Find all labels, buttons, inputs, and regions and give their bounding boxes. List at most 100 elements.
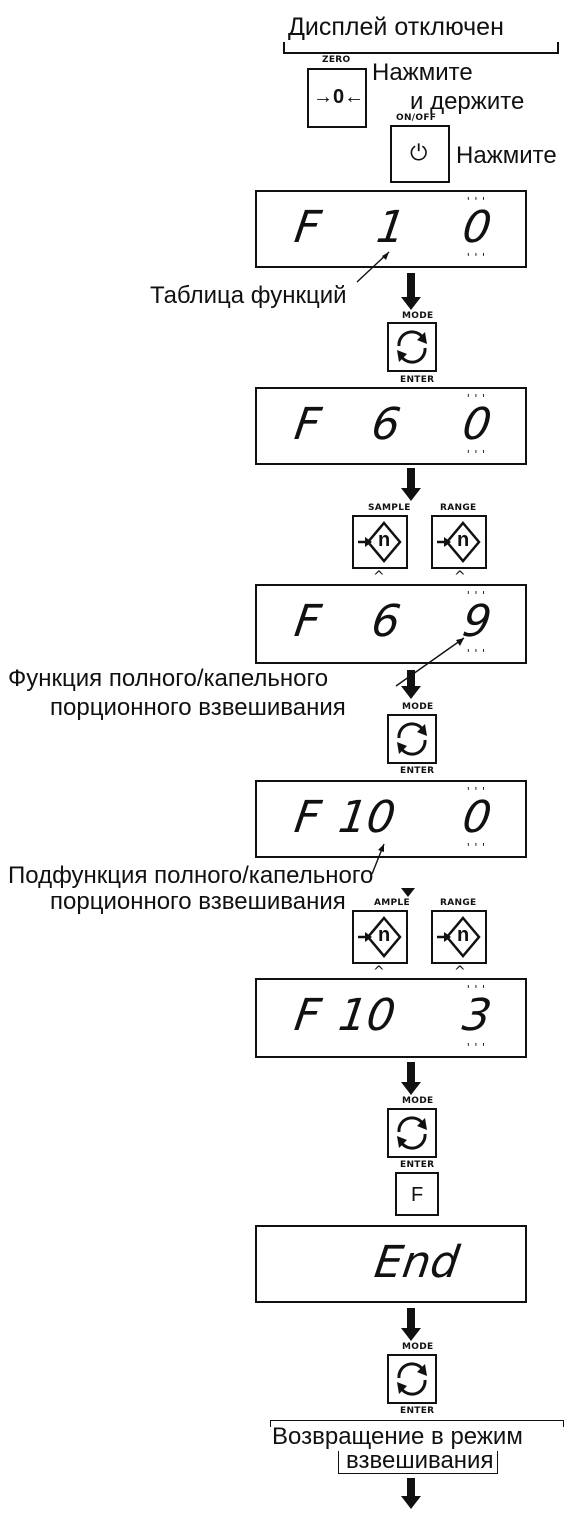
full-drip-subfunction-line1: Подфункция полного/капельного	[8, 862, 374, 889]
mode-label-2: MODE	[402, 702, 434, 712]
lcd2-char-b: 6	[368, 399, 404, 450]
down-arrowhead-2	[401, 488, 421, 501]
lcd-display-6: End	[255, 1225, 527, 1303]
cycle-icon	[397, 1116, 427, 1150]
lcd1-char-f: F	[291, 202, 324, 253]
cycle-icon	[397, 1362, 427, 1396]
lcd2-blink-bottom: '''	[465, 448, 488, 461]
return-bracket-bottom	[338, 1451, 498, 1474]
down-arrowhead-1	[401, 297, 421, 310]
lcd-display-5: F 10 3 ''' '''	[255, 978, 527, 1058]
range-label-1: RANGE	[440, 503, 477, 513]
caret-1a: ^	[373, 569, 385, 585]
full-drip-function-line2: порционного взвешивания	[50, 694, 346, 721]
display-off-label: Дисплей отключен	[288, 13, 504, 41]
caret-2a: ^	[373, 964, 385, 980]
down-arrow-1	[407, 273, 415, 299]
function-table-label: Таблица функций	[150, 282, 347, 309]
mode-button-1[interactable]	[387, 322, 437, 372]
increment-icon	[358, 916, 402, 958]
onoff-button[interactable]: ⏻	[390, 125, 450, 183]
mode-button-3[interactable]	[387, 1108, 437, 1158]
range-glyph-2: n	[457, 924, 470, 946]
sample-label-1: SAMPLE	[368, 503, 411, 513]
lcd-display-2: F 6 0 ''' '''	[255, 387, 527, 465]
increment-icon	[437, 521, 481, 563]
zero-button[interactable]: →0←	[307, 68, 367, 128]
onoff-button-label: ON/OFF	[396, 113, 437, 123]
down-arrowhead-6	[401, 1328, 421, 1341]
return-to-weighing-line2: взвешивания	[346, 1447, 494, 1474]
cycle-icon	[397, 722, 427, 756]
enter-label-3: ENTER	[400, 1160, 435, 1170]
down-arrow-3	[407, 670, 415, 688]
lcd4-blink-bottom: '''	[465, 841, 488, 854]
enter-label-4: ENTER	[400, 1406, 435, 1416]
lcd3-blink-top: '''	[465, 589, 488, 602]
zero-symbol: →0←	[313, 86, 365, 108]
mode-label-1: MODE	[402, 311, 434, 321]
mode-button-4[interactable]	[387, 1354, 437, 1404]
lcd2-char-c: 0	[459, 399, 495, 450]
down-arrow-5	[407, 1062, 415, 1084]
f-button-label: F	[411, 1184, 424, 1206]
return-to-weighing-line1: Возвращение в режим	[272, 1423, 523, 1450]
lcd4-char-f: F	[291, 792, 324, 843]
range-label-2: RANGE	[440, 898, 477, 908]
lcd1-char-b: 1	[373, 202, 409, 253]
mode-label-3: MODE	[402, 1096, 434, 1106]
enter-label-2: ENTER	[400, 766, 435, 776]
sample-label-2: AMPLE	[374, 898, 410, 908]
sample-button-1[interactable]: n	[352, 515, 408, 569]
press-and-hold-line2: и держите	[410, 88, 525, 115]
lcd1-char-c: 0	[459, 202, 495, 253]
f-button[interactable]: F	[395, 1172, 439, 1216]
cycle-icon	[397, 330, 427, 364]
full-drip-function-line1: Функция полного/капельного	[8, 665, 329, 692]
press-and-hold-line1: Нажмите	[372, 59, 473, 86]
lcd2-blink-top: '''	[465, 392, 488, 405]
lcd3-char-f: F	[291, 596, 324, 647]
down-arrow-6	[407, 1308, 415, 1330]
power-icon: ⏻	[410, 141, 428, 166]
lcd4-char-b: 10	[335, 792, 399, 843]
lcd4-blink-top: '''	[465, 785, 488, 798]
return-bracket-top	[270, 1420, 564, 1427]
lcd5-char-f: F	[291, 990, 324, 1041]
lcd5-char-c: 3	[459, 990, 495, 1041]
lcd2-char-f: F	[291, 399, 324, 450]
lcd3-blink-bottom: '''	[465, 647, 488, 660]
range-glyph-1: n	[457, 529, 470, 551]
down-arrowhead-7	[401, 1496, 421, 1509]
pointer-line-4	[371, 843, 385, 875]
full-drip-subfunction-line2: порционного взвешивания	[50, 888, 346, 915]
increment-icon	[437, 916, 481, 958]
down-arrowhead-4	[401, 888, 415, 897]
mode-label-4: MODE	[402, 1342, 434, 1352]
lcd1-blink-top: '''	[465, 195, 488, 208]
pointer-line-3	[395, 637, 465, 687]
down-arrow-7	[407, 1478, 415, 1498]
caret-2b: ^	[454, 964, 466, 980]
display-off-bracket	[283, 42, 559, 54]
sample-button-2[interactable]: n	[352, 910, 408, 964]
caret-1b: ^	[454, 569, 466, 585]
press-label: Нажмите	[456, 142, 557, 169]
range-button-1[interactable]: n	[431, 515, 487, 569]
lcd1-blink-bottom: '''	[465, 251, 488, 264]
lcd5-blink-bottom: '''	[465, 1041, 488, 1054]
down-arrowhead-3	[401, 686, 421, 699]
lcd-display-1: F 1 0 ''' '''	[255, 190, 527, 268]
sample-glyph-1: n	[378, 529, 391, 551]
increment-icon	[358, 521, 402, 563]
range-button-2[interactable]: n	[431, 910, 487, 964]
sample-glyph-2: n	[378, 924, 391, 946]
lcd5-char-b: 10	[335, 990, 399, 1041]
pointer-line-1	[356, 251, 390, 283]
mode-button-2[interactable]	[387, 714, 437, 764]
down-arrow-2	[407, 468, 415, 490]
zero-button-label: ZERO	[322, 55, 351, 65]
lcd4-char-c: 0	[459, 792, 495, 843]
lcd-display-3: F 6 9 ''' '''	[255, 584, 527, 664]
lcd-display-4: F 10 0 ''' '''	[255, 780, 527, 858]
